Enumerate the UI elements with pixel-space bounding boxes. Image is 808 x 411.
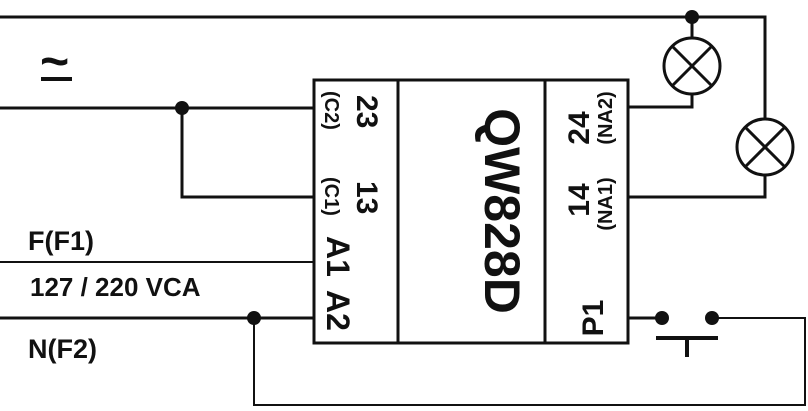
voltage-label: 127 / 220 VCA [30,272,201,302]
junction-dot [655,311,669,325]
terminal-na1-label: (NA1) [595,177,617,230]
junctions [175,10,719,325]
relay-model-label: QW828D [474,108,530,314]
bridge-wire [180,106,316,199]
lamp-icon [662,36,722,96]
terminal-23-label: 23 [350,95,383,128]
lamp2-lower-wire [626,174,767,199]
lamp1-lower-wire [626,93,694,109]
terminal-c1-label: (C1) [320,177,342,216]
terminal-13-label: 13 [350,181,383,214]
terminal-24-label: 24 [563,111,596,145]
terminal-a1-label: A1 [320,236,356,277]
junction-dot [705,311,719,325]
lamp-icon [735,117,795,177]
terminal-14-label: 14 [563,183,596,217]
terminal-na2-label: (NA2) [595,91,617,144]
junction-dot [175,101,189,115]
phase-label: F(F1) [28,226,94,256]
relay-module: QW828D 23 (C2) 13 (C1) A1 A2 24 (NA2) 14… [312,78,630,345]
junction-dot [247,311,261,325]
junction-dot [685,10,699,24]
wires [0,15,806,406]
pushbutton-loop-wire [253,317,806,406]
neutral-label: N(F2) [28,334,97,364]
relay-outline [312,78,630,345]
terminal-a2-label: A2 [320,290,356,331]
push-button-icon [656,336,718,357]
terminal-p1-label: P1 [577,300,610,337]
terminal-c2-label: (C2) [320,91,342,130]
